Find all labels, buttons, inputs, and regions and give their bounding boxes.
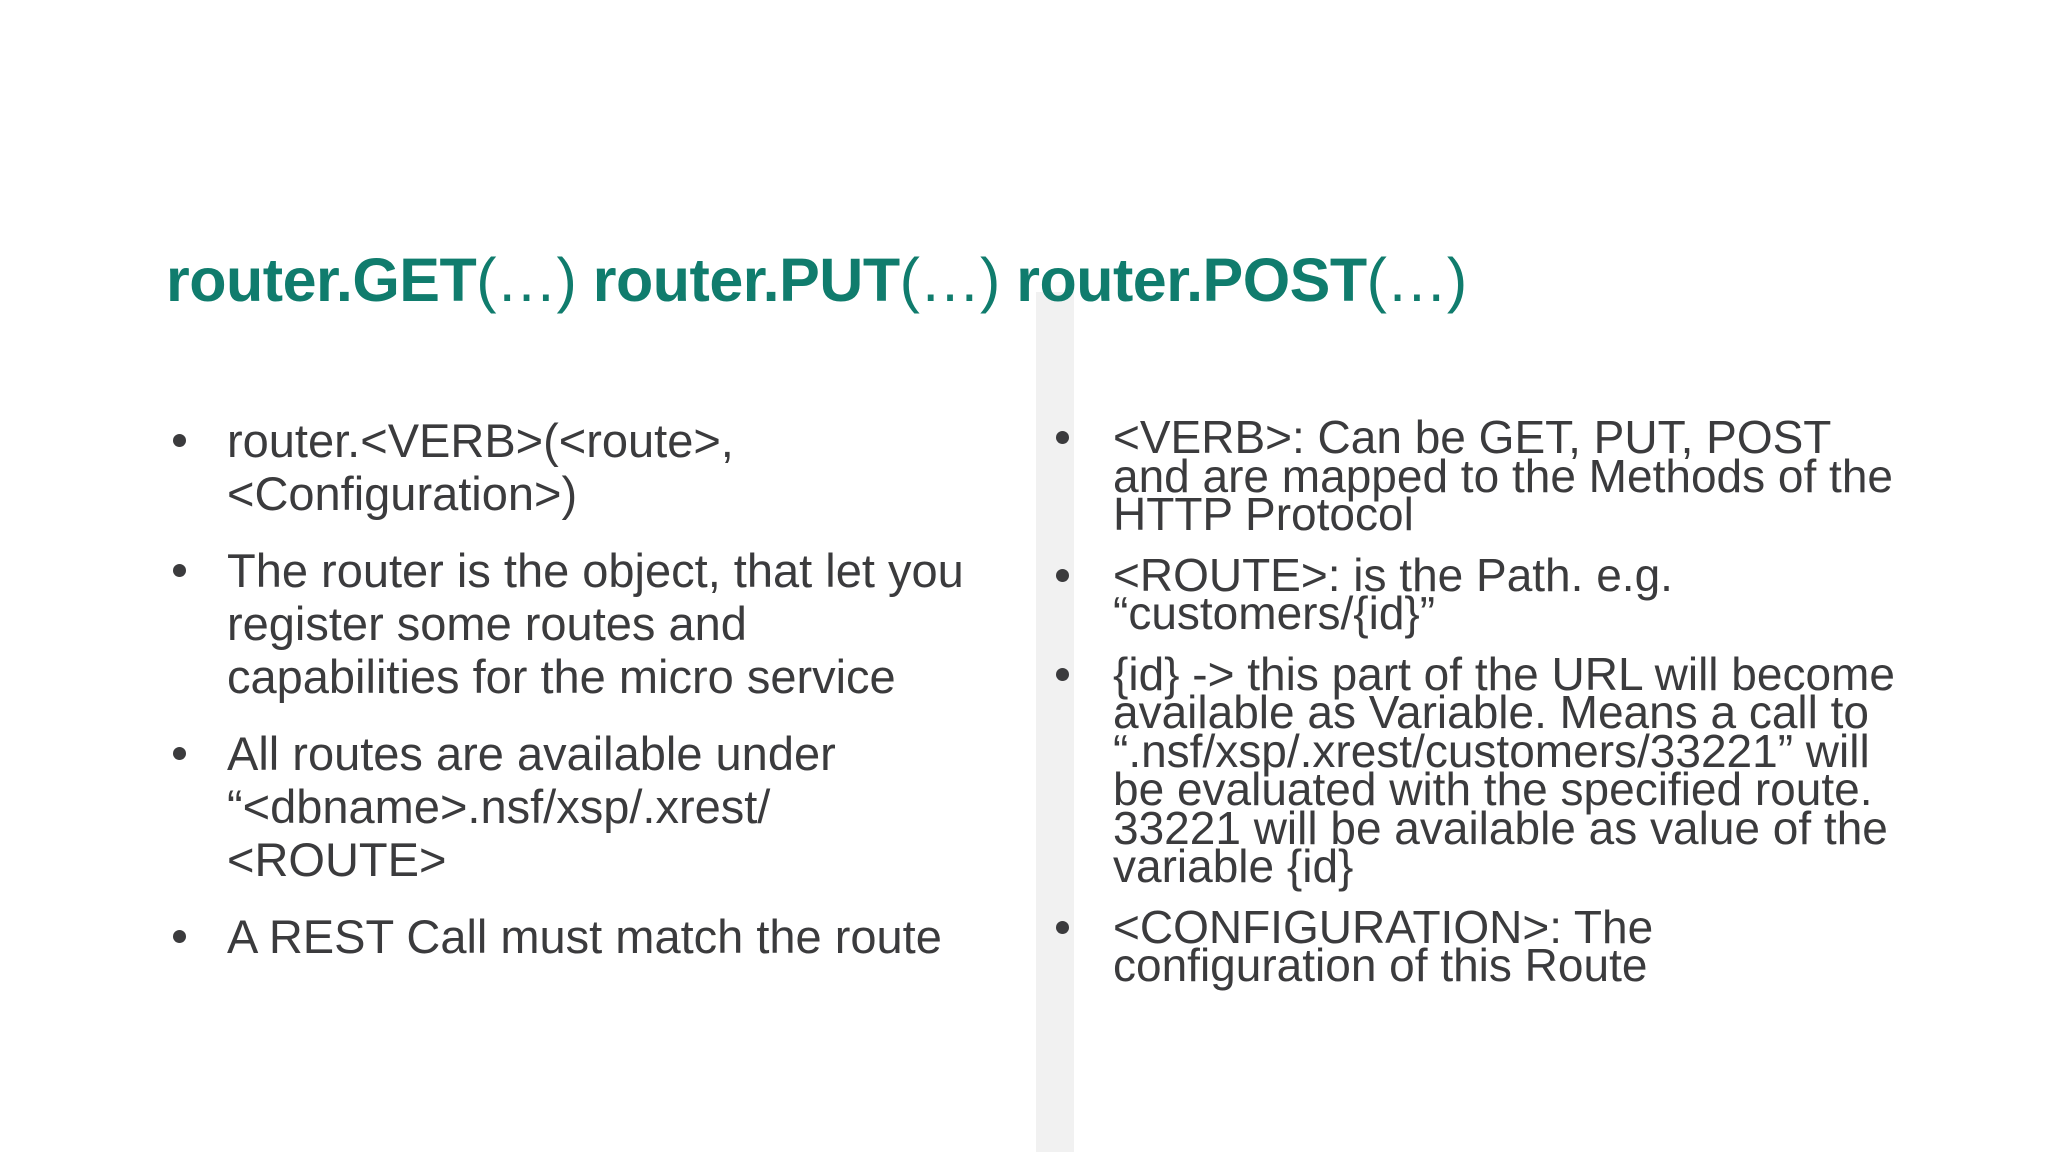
bullet-item: router.<VERB>(<route>,<Configuration>) [170,414,1050,520]
bullet-line: configuration of this Route [1113,939,1648,991]
bullet-icon [1056,667,1069,681]
bullet-item: {id} -> this part of the URL will become… [1053,647,1993,892]
bullet-item: <ROUTE>: is the Path. e.g.“customers/{id… [1053,548,1993,639]
bullet-line: A REST Call must match the route [227,910,942,963]
bullet-line: The router is the object, that let you [227,544,964,597]
bullet-icon [173,564,186,577]
bullet-line: capabilities for the micro service [227,650,896,703]
bullet-line: be evaluated with the specified route. [1113,763,1873,815]
bullet-line: “customers/{id}” [1113,587,1436,639]
bullet-line: HTTP Protocol [1113,488,1414,540]
bullet-line: and are mapped to the Methods of the [1113,449,1893,502]
bullet-line: All routes are available under [227,727,836,780]
bullet-line: router.<VERB>(<route>, [227,414,734,467]
title-ellipsis-segment: (…) [899,245,1017,314]
bullet-icon [173,930,186,943]
title-ellipsis-segment: (…) [476,245,593,314]
title-code-segment: router.POST [1016,245,1367,314]
title-ellipsis-segment: (…) [1366,245,1468,314]
title-code-segment: router.GET [166,245,477,314]
bullet-line: <CONFIGURATION>: The [1113,900,1654,953]
bullet-line: <ROUTE> [227,833,447,886]
bullet-line: “<dbname>.nsf/xsp/.xrest/ [227,780,771,833]
bullet-icon [1056,431,1069,444]
bullet-line: variable {id} [1113,840,1354,892]
bullet-item: A REST Call must match the route [170,910,1050,963]
bullet-icon [173,434,186,447]
bullet-line: <ROUTE>: is the Path. e.g. [1113,548,1673,601]
bullet-icon [1056,920,1069,934]
bullet-line: available as Variable. Means a call to [1113,686,1870,738]
bullet-line: 33221 will be available as value of the [1113,801,1888,854]
bullet-line: <Configuration>) [227,467,578,520]
bullet-line: <VERB>: Can be GET, PUT, POST [1113,411,1832,463]
left-column: router.<VERB>(<route>,<Configuration>) Th… [170,414,1050,987]
title-code-segment: router.PUT [592,245,900,314]
bullet-icon [173,747,186,760]
slide-title: router.GET(…) router.PUT(…) router.POST(… [166,247,1467,313]
bullet-line: {id} -> this part of the URL will become [1113,647,1895,700]
bullet-line: “.nsf/xsp/.xrest/customers/33221” will [1113,724,1870,777]
bullet-icon [1056,568,1069,582]
bullet-line: register some routes and [227,597,747,650]
bullet-item: All routes are available under“<dbname>.… [170,727,1050,886]
